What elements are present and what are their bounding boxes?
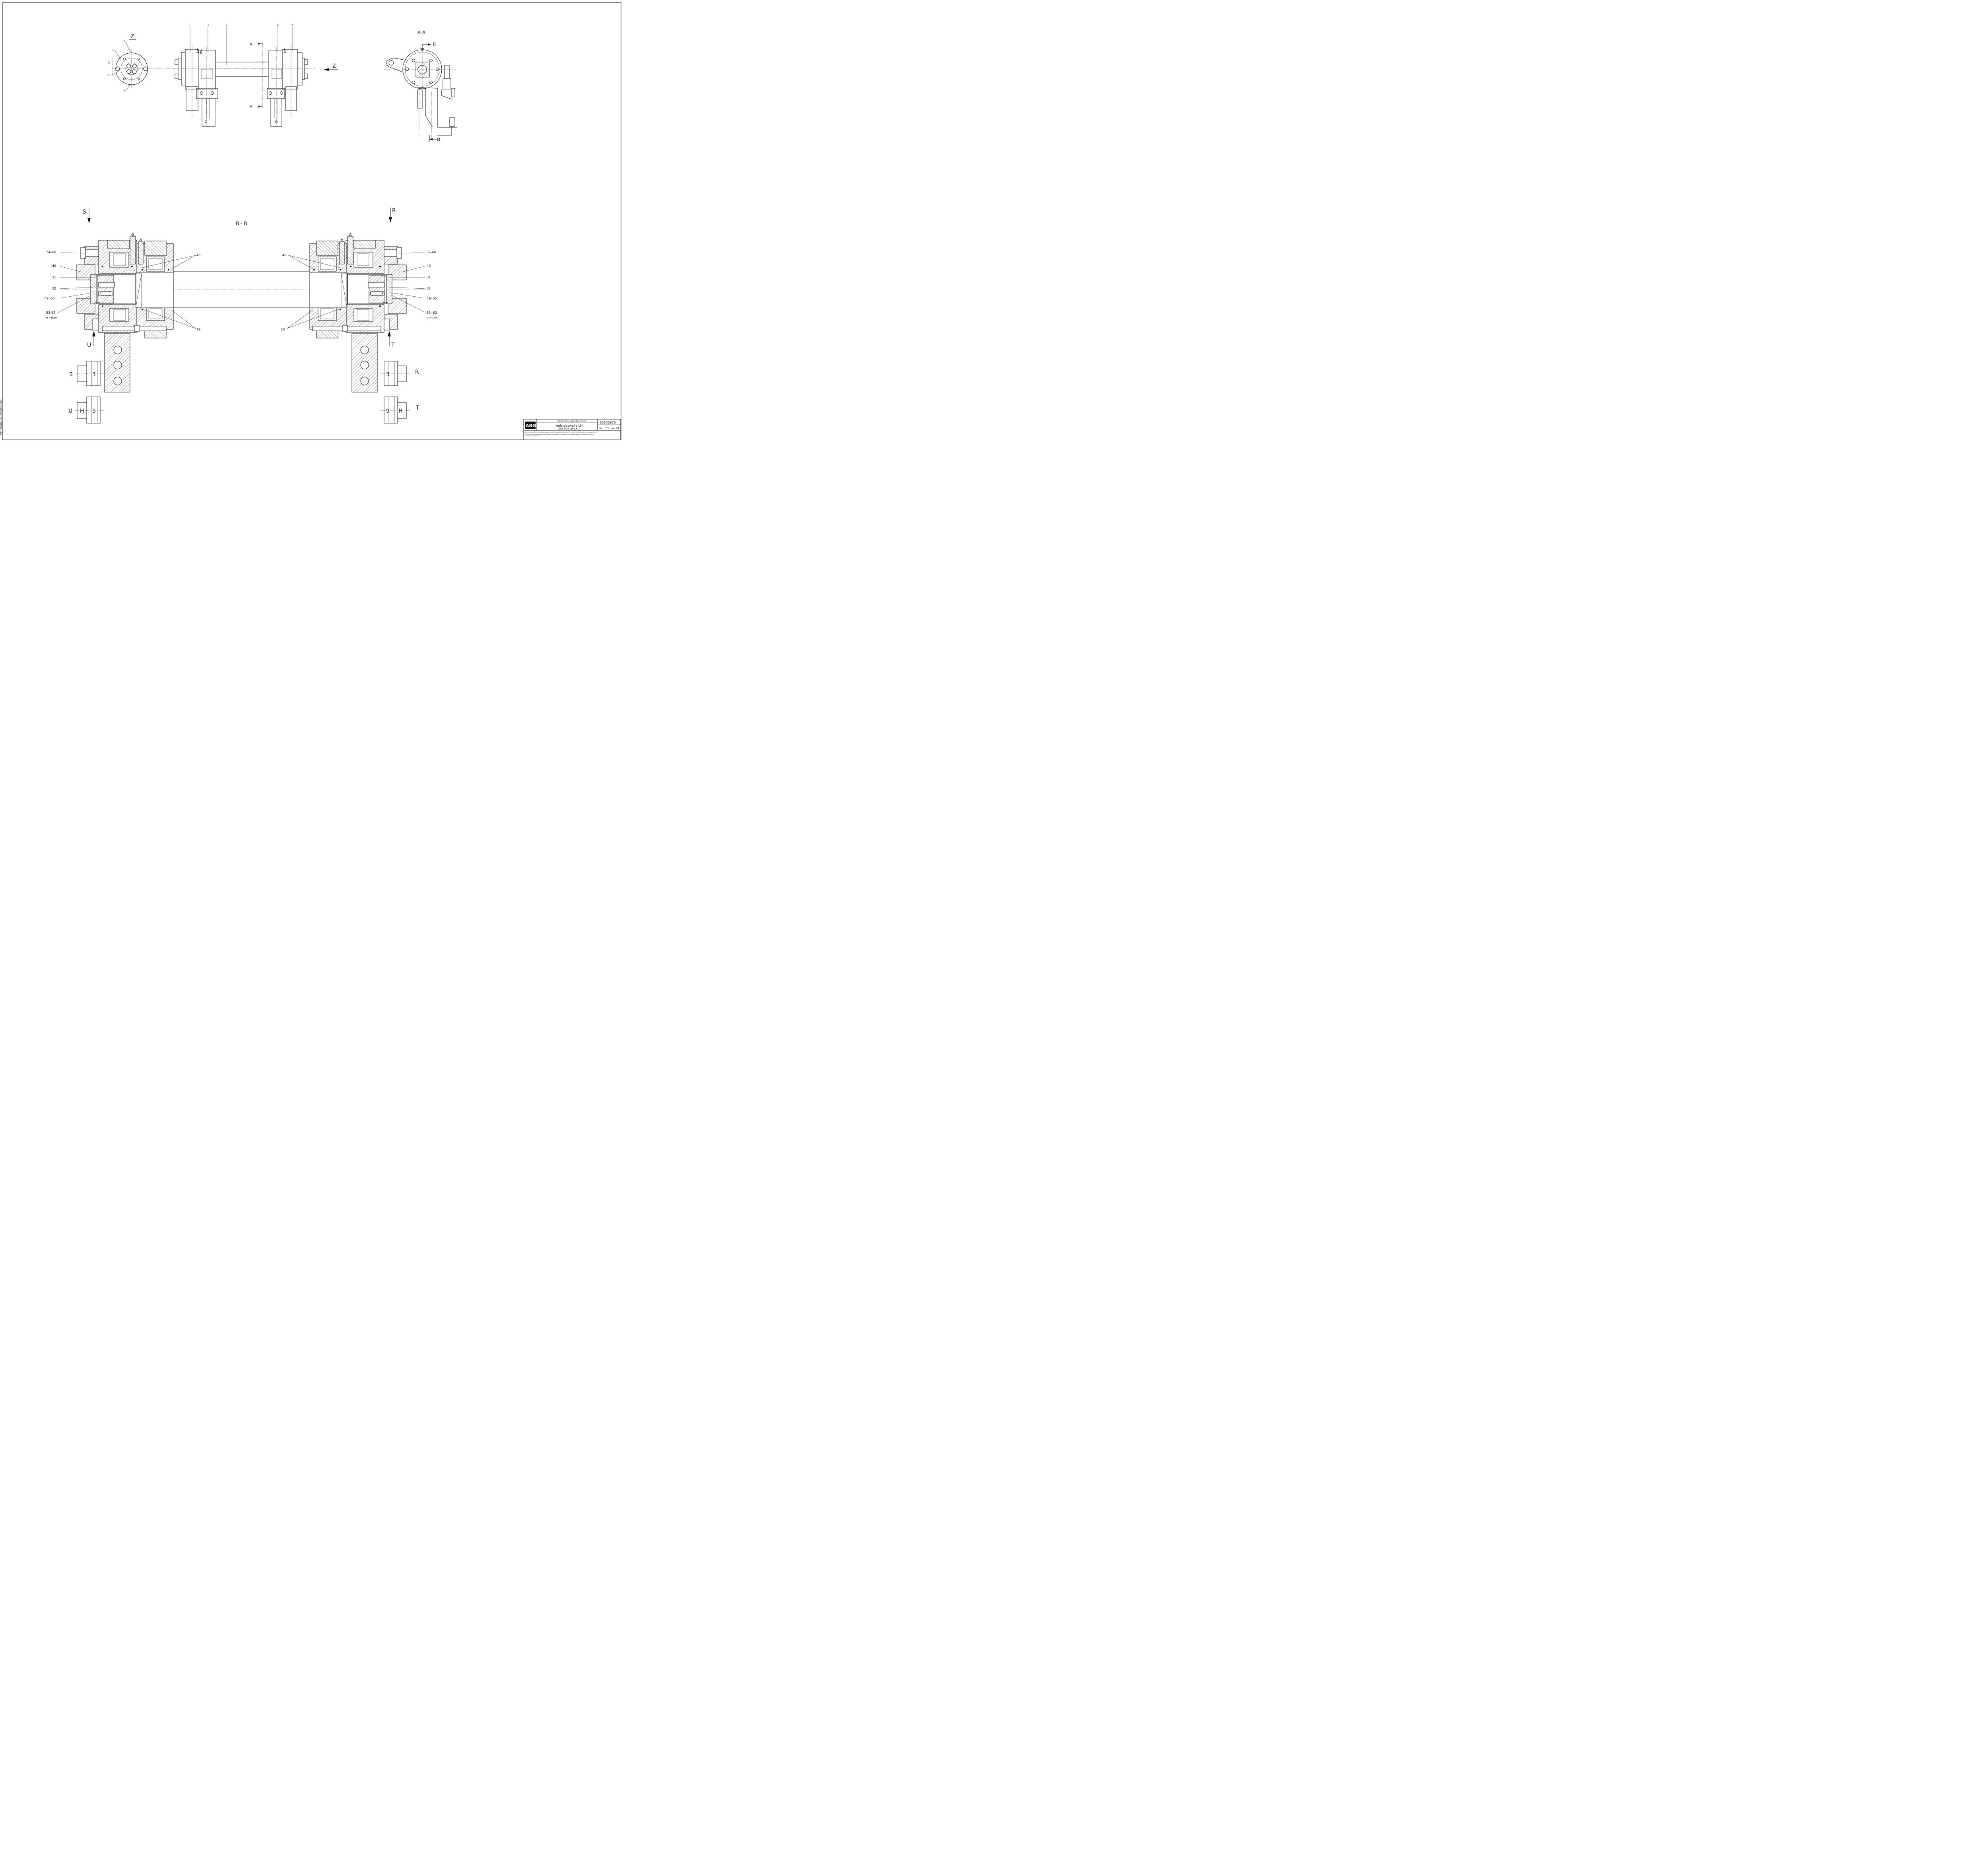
side-view: A A Z 1 3 7 4 2 xyxy=(173,23,338,127)
end-leader-angle: 22° xyxy=(108,60,111,64)
legal-line-1: The copying, distribution and utilizatio… xyxy=(524,432,597,433)
protection-note: Schutzvermerk DIN 34 beachten xyxy=(557,420,586,422)
drawing-border xyxy=(2,2,621,440)
section-a-a-view: A-A B B xyxy=(384,30,457,142)
section-b-marker-bottom: B xyxy=(437,137,440,142)
section-aa-title: A-A xyxy=(417,30,426,35)
left-label-40: 40 xyxy=(52,264,56,268)
left-label-32: 32 xyxy=(52,287,56,290)
balloon-3: 3 xyxy=(207,23,209,27)
sheet-label: Blatt xyxy=(599,428,604,430)
end-leader-9: 9 xyxy=(124,89,125,92)
left-part-labels: 56-60 40 31 32 49 -65 53-62 M =45Nm 48 1… xyxy=(45,251,200,331)
left-label-19: 19 xyxy=(196,328,200,331)
left-label-49-65: 49 -65 xyxy=(45,297,55,300)
legal-line-2: is prohibited. Offenders will be held li… xyxy=(524,433,594,435)
end-view-z: Z 3 5 22° 7 9 xyxy=(108,33,175,92)
view-marker-u: U xyxy=(87,342,91,348)
view-marker-r: R xyxy=(392,208,396,214)
detail-r-label: R xyxy=(415,369,419,375)
view-arrows: S U R T xyxy=(83,208,396,348)
balloon-4: 4 xyxy=(277,23,279,27)
balloon-7: 7 xyxy=(225,23,227,27)
drawing-title-de: Antriebswelle LH xyxy=(556,424,582,428)
drawing-title-en: Drive Shaft T58 L.H. xyxy=(558,428,578,430)
detail-view-u: U H 9 xyxy=(68,396,104,424)
technical-drawing-sheet: 78F228704664250408836976_1881 Z 3 5 22° … xyxy=(0,2,621,440)
abg-logo: ABG xyxy=(526,423,536,428)
right-label-40: 40 xyxy=(427,264,431,268)
end-leader-7: 7 xyxy=(108,74,109,77)
detail-view-t: 9 H T xyxy=(380,396,419,424)
view-marker-t: T xyxy=(391,342,395,348)
right-label-53-62: 53- 62 xyxy=(427,311,437,315)
left-label-53-62: 53-62 xyxy=(46,311,55,315)
of-label: von xyxy=(611,428,615,430)
left-torque: M =45Nm xyxy=(46,317,57,319)
detail-t-label: T xyxy=(415,405,419,411)
side-code: 78F228704664250408836976_1881 xyxy=(0,399,3,435)
detail-view-r: 3 R xyxy=(380,361,419,386)
direction-z: Z xyxy=(332,63,336,69)
view-marker-s: S xyxy=(83,209,86,215)
right-part-labels: 56-60 40 31 32 49- 65 53- 62 M =45Nm 48 … xyxy=(281,251,438,331)
balloon-2: 2 xyxy=(291,23,293,27)
title-block: ABG Schutzvermerk DIN 34 beachten Antrie… xyxy=(523,419,621,440)
section-a-bottom: A xyxy=(250,105,252,109)
detail-u-num: 9 xyxy=(92,408,96,414)
detail-u-label: U xyxy=(68,408,72,414)
detail-r-num: 3 xyxy=(386,371,390,378)
detail-view-s: S 3 xyxy=(69,361,104,386)
sheet-no: 01 xyxy=(606,427,609,430)
right-torque: M =45Nm xyxy=(427,317,438,319)
legal-line-3: ornamental design registration. xyxy=(524,435,540,437)
detail-s-label: S xyxy=(69,371,73,378)
end-leader-5: 5 xyxy=(113,49,114,52)
right-label-48: 48 xyxy=(282,253,286,257)
end-view-label: Z xyxy=(130,33,134,40)
left-label-56-60: 56-60 xyxy=(47,251,56,254)
drawing-number: 80836976 xyxy=(600,421,616,424)
right-label-31: 31 xyxy=(427,276,431,279)
right-bearing-assembly xyxy=(309,232,407,393)
end-leader-3: 3 xyxy=(124,40,125,43)
drive-shaft xyxy=(173,271,310,308)
balloon-1: 1 xyxy=(189,23,191,27)
right-label-49-65: 49- 65 xyxy=(427,297,437,300)
left-label-48: 48 xyxy=(196,253,200,257)
detail-s-num: 3 xyxy=(92,371,96,378)
detail-t-num: 9 xyxy=(386,408,390,414)
left-bearing-assembly xyxy=(76,232,174,393)
left-label-31: 31 xyxy=(52,276,56,279)
sheet-total: 01 xyxy=(616,427,619,430)
right-label-56-60: 56-60 xyxy=(427,251,436,254)
section-b-marker-top: B xyxy=(433,42,436,47)
right-label-20: 20 xyxy=(281,328,285,331)
right-label-32: 32 xyxy=(427,287,431,290)
detail-t-letter: H xyxy=(398,408,403,414)
detail-u-letter: H xyxy=(80,408,84,414)
section-a-top: A xyxy=(250,43,252,47)
section-bb-title: B - B xyxy=(236,221,247,226)
abg-logo-box xyxy=(525,422,536,429)
